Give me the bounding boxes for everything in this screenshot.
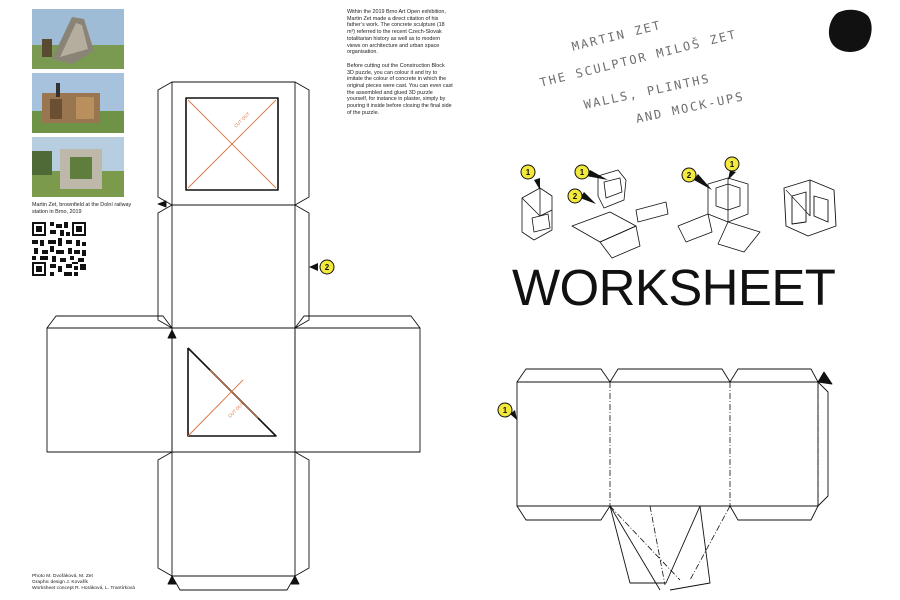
worksheet-title: WORKSHEET: [512, 259, 836, 316]
marker-1-step1: 1: [520, 164, 540, 190]
qr-code: [32, 222, 86, 276]
marker-2-cross: 2: [309, 259, 335, 275]
marker-1-flat: 1: [497, 402, 517, 420]
sculpture-photo-2: [32, 73, 124, 133]
assembly-finished-block: [783, 179, 837, 237]
assembly-step-2: [571, 169, 669, 259]
intro-paragraph-1: Within the 2019 Brno Art Open exhibition…: [347, 9, 446, 56]
svg-text:1: 1: [503, 406, 508, 415]
marker-1-step3: 1: [724, 156, 740, 180]
svg-text:1: 1: [580, 168, 585, 177]
cut-guides: [187, 99, 277, 437]
cross-net: [46, 81, 421, 591]
black-blob-mark: [828, 9, 872, 53]
marker-2-step2: 2: [567, 188, 596, 204]
assembly-step-3: [677, 177, 761, 253]
photo-caption: Martin Zet, brownfield at the Dolní rail…: [32, 202, 132, 215]
fold-lines: [517, 381, 819, 586]
flat-net: [516, 368, 829, 591]
credit-photo: Photo M. Dvořáková, M. Zet: [32, 574, 93, 579]
sculpture-photo-1: [32, 9, 124, 69]
sculpture-photo-3: [32, 137, 124, 197]
svg-text:2: 2: [573, 192, 578, 201]
marker-1-step2: 1: [574, 164, 608, 180]
svg-text:2: 2: [325, 263, 330, 272]
cut-label-triangle: CUT OUT: [227, 401, 245, 419]
svg-text:1: 1: [730, 160, 735, 169]
intro-text: Within the 2019 Brno Art Open exhibition…: [347, 9, 453, 124]
assembly-step-1: [521, 187, 553, 241]
svg-text:1: 1: [526, 168, 531, 177]
intro-paragraph-2: Before cutting out the Construction Bloc…: [347, 62, 453, 116]
credit-design: Graphic design J. Kovařík: [32, 580, 88, 586]
credits: Photo M. Dvořáková, M. Zet Graphic desig…: [32, 574, 172, 593]
cut-label-top: CUT OUT: [233, 111, 251, 129]
marker-2-step3: 2: [681, 167, 712, 190]
credit-concept: Worksheet concept R. Horáková, L. Trantí…: [32, 586, 135, 592]
svg-text:2: 2: [687, 171, 692, 180]
